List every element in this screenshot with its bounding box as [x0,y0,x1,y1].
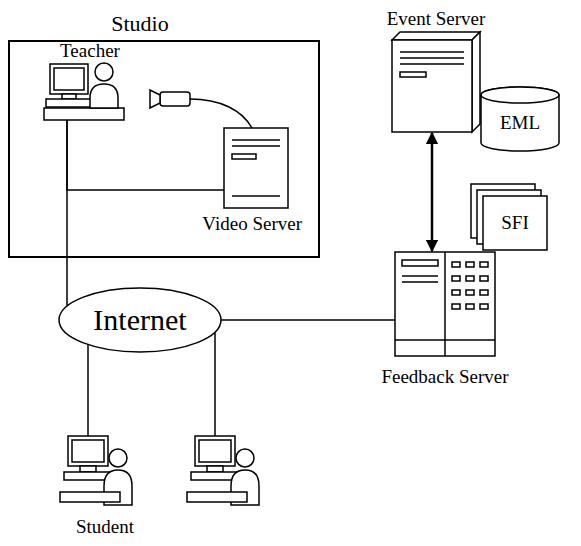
network-line [214,333,216,436]
sfi-documents: SFI [470,183,548,251]
feedback-server-icon-part [402,275,438,277]
docs-outline-part [483,196,547,250]
video-server-icon-part [224,128,288,208]
video-server-icon-part [232,145,280,147]
teacher-person-part [90,84,118,108]
event-server-icon-part [400,72,426,77]
eml-storage: EML [480,86,560,152]
teacher-person-part [95,63,113,81]
event-server-icon-part [400,57,464,59]
feedback-server-icon-part [452,262,460,267]
feedback-server-icon [395,252,495,356]
feedback-server-icon-part [452,290,460,295]
feedback-server-icon-part [466,304,474,309]
node-label: Feedback Server [381,366,508,388]
studio-frame: StudioTeacherVideo Server [8,40,320,258]
student-computer-part [195,436,235,466]
video-camera-part [150,90,160,108]
student-computer [60,436,132,505]
node-label: Internet [93,303,186,338]
event-server-icon-part [472,32,480,132]
feedback-server-icon-part [480,276,488,281]
event-server: Event Server [390,8,482,132]
video-server-icon-part [232,154,256,159]
video-server: Video Server [224,128,288,208]
feedback-server-icon-part [452,276,460,281]
teacher-person [90,63,118,108]
event-server-icon-part [392,40,472,132]
video-camera [150,90,252,128]
node-label: Student [76,516,134,538]
feedback-server-icon-part [480,304,488,309]
teacher-computer-part [44,108,124,120]
node-label: Teacher [60,40,120,62]
cyl-outline-part [481,87,559,151]
node-label: Video Server [202,213,302,235]
node-label: SFI [501,212,528,234]
teacher-computer-part [50,64,88,94]
student-computer-part [68,436,108,466]
feedback-server-icon-part [466,276,474,281]
feedback-server-icon-part [466,290,474,295]
feedback-server-icon-part [452,304,460,309]
network-line [87,345,89,436]
feedback-server-icon-part [480,290,488,295]
video-server-icon-part [232,195,280,197]
feedback-server-icon-part [480,262,488,267]
node-label: EML [500,112,540,134]
event-server-icon-part [400,51,464,53]
student-computer-part [72,440,104,462]
student-computer-part [199,440,231,462]
teacher-computer [44,64,124,120]
event-server-icon [392,32,480,132]
feedback-server-icon-part [466,262,474,267]
network-line [67,120,224,190]
feedback-server-icon-part [395,339,495,341]
node-label: Studio [111,11,168,36]
student-computer-part [109,449,127,467]
teacher-computer-part [46,99,92,107]
feedback-server: Feedback Server [395,252,495,356]
teacher-station: Teacher [42,40,138,120]
internet-cloud: Internet [58,287,222,353]
event-server-icon-part [392,32,480,40]
video-server-icon [224,128,288,208]
video-server-icon-part [232,139,280,141]
feedback-server-icon-part [402,260,438,266]
ellipse-outline-part [59,288,221,352]
feedback-server-icon-part [402,281,438,283]
teacher-computer-part [54,68,84,90]
student-computer [187,436,259,505]
student-stations: Student [50,436,265,512]
data-arrow [431,133,434,251]
student-computer-part [207,466,223,472]
student-computer-part [187,492,247,502]
event-server-icon-part [400,63,464,65]
student-computer-part [60,492,120,502]
network-line [221,319,395,321]
cyl-outline-part [481,87,559,103]
video-camera-part [160,92,190,106]
student-computer-part [80,466,96,472]
feedback-server-icon-part [395,252,495,356]
node-label: Event Server [387,8,486,30]
student-computer-part [236,449,254,467]
video-camera-part [190,99,252,128]
